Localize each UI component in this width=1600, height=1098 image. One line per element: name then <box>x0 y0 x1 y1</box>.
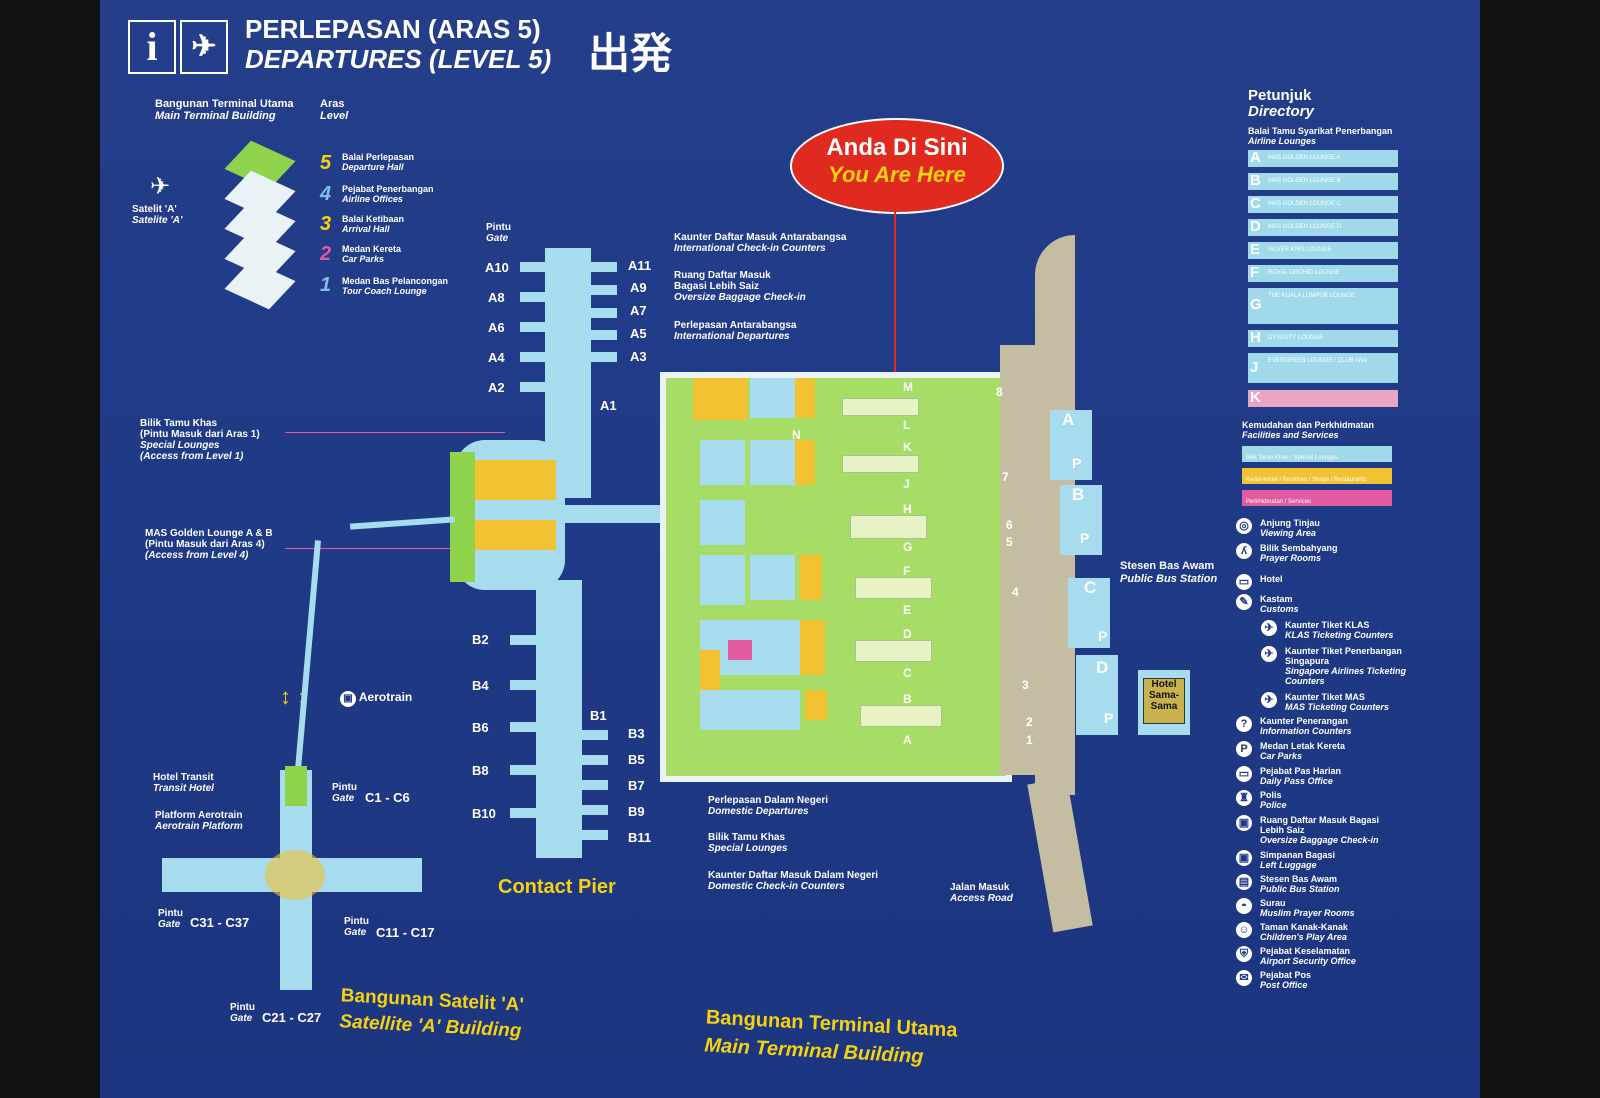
page-title-ja: 出発 <box>588 29 673 78</box>
contact-pier-label: Contact Pier <box>498 876 616 898</box>
play-area-icon: ☺ <box>1236 922 1252 938</box>
facilities-heading: Kemudahan dan Perkhidmatan Facilities an… <box>1242 420 1375 440</box>
left-luggage-icon: ▣ <box>1236 850 1252 866</box>
special-lounges-note: Bilik Tamu Khas(Pintu Masuk dari Aras 1)… <box>140 418 260 462</box>
security-icon: ⛨ <box>1236 946 1252 962</box>
levels-heading: Bangunan Terminal Utama Main Terminal Bu… <box>155 98 294 122</box>
oversize-baggage-icon: ▣ <box>1236 815 1252 831</box>
gate-c1-c6: C1 - C6 <box>365 790 410 805</box>
gate-c31-c37: C31 - C37 <box>190 915 250 930</box>
prayer-icon: ʎ <box>1236 543 1252 559</box>
satellite-a-label: Satelit 'A' Satelite 'A' <box>132 204 183 226</box>
singapore-ticket-icon: ✈ <box>1261 646 1277 662</box>
directory-board: i ✈ PERLEPASAN (ARAS 5) DEPARTURES (LEVE… <box>100 0 1480 1098</box>
police-icon: ♜ <box>1236 790 1252 806</box>
aerotrain-icon: ▣ <box>340 691 356 707</box>
directory-title: Petunjuk Directory <box>1248 87 1314 120</box>
satellite-plane-icon: ✈ <box>150 173 171 200</box>
info-icon: i <box>128 20 176 74</box>
you-are-here-marker: Anda Di Sini You Are Here <box>790 118 1004 214</box>
levels-level-heading: Aras Level <box>320 98 349 122</box>
aerotrain-label: ▣ Aerotrain <box>340 690 412 707</box>
mas-ticket-icon: ✈ <box>1261 692 1277 708</box>
hotel-sama-sama: Hotel Sama-Sama <box>1138 670 1190 735</box>
customs-icon: ✎ <box>1236 594 1252 610</box>
klas-ticket-icon: ✈ <box>1261 620 1277 636</box>
parking-icon: P <box>1236 741 1252 757</box>
bus-station-icon: ▤ <box>1236 874 1252 890</box>
airline-lounges-heading: Balai Tamu Syarikat Penerbangan Airline … <box>1248 126 1393 146</box>
gate-c21-c27: C21 - C27 <box>262 1010 322 1025</box>
surau-icon: ◓ <box>1236 898 1252 914</box>
binoculars-icon: ◎ <box>1236 518 1252 534</box>
page-title-ms: PERLEPASAN (ARAS 5) <box>245 14 541 44</box>
mas-lounge-note: MAS Golden Lounge A & B(Pintu Masuk dari… <box>145 528 273 561</box>
satellite-building-label: Bangunan Satelit 'A' Satellite 'A' Build… <box>338 985 525 1042</box>
gate-c11-c17: C11 - C17 <box>376 925 435 940</box>
contact-pier-b <box>536 580 582 858</box>
post-office-icon: ✉ <box>1236 970 1252 986</box>
departures-plane-icon: ✈ <box>180 20 228 74</box>
main-terminal-label: Bangunan Terminal Utama Main Terminal Bu… <box>703 1006 959 1068</box>
page-title-en: DEPARTURES (LEVEL 5) <box>245 44 552 74</box>
access-road <box>1000 345 1040 775</box>
hotel-icon: ▭ <box>1236 574 1252 590</box>
daily-pass-icon: ▭ <box>1236 766 1252 782</box>
info-counter-icon: ? <box>1236 716 1252 732</box>
